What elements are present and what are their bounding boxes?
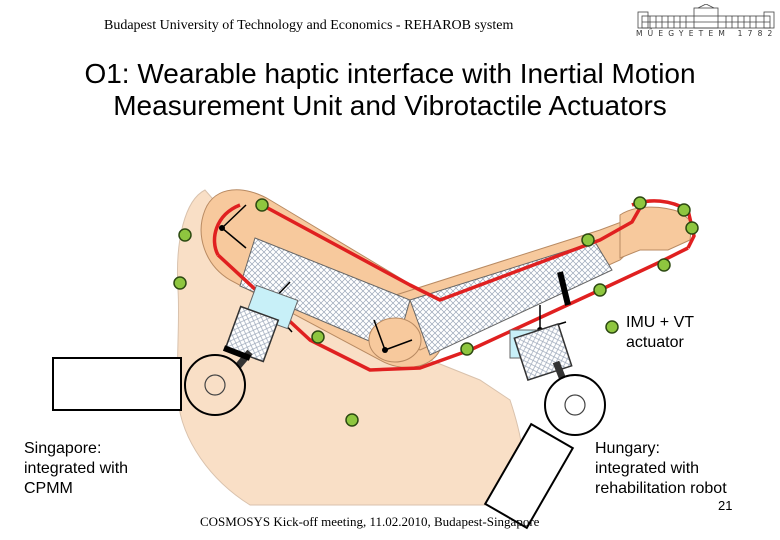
forearm-sleeve [409,241,613,356]
hungary-label: Hungary: integrated with rehabilitation … [595,440,727,497]
marker [593,283,607,297]
header-text: Budapest University of Technology and Ec… [104,18,514,33]
rehabilitation-robot [483,271,606,530]
shoulder-sensor-line [212,203,241,256]
university-logo [637,4,775,29]
logo-wordmark: MŰEGYETEM 1782 [636,29,778,38]
shoulder-frame [221,204,247,249]
marker [581,233,595,247]
marker [657,258,671,272]
marker [677,203,691,217]
hand [619,206,693,259]
marker [605,320,619,334]
singapore-label: Singapore: integrated with CPMM [24,440,129,497]
marker [685,221,699,235]
footer-text: COSMOSYS Kick-off meeting, 11.02.2010, B… [200,514,540,529]
upper-sensor-line [261,203,642,302]
marker [178,228,192,242]
elbow [368,317,422,363]
cpmm-device [52,284,299,416]
page-number: 21 [718,498,733,513]
marker [173,276,187,290]
lower-sensor-line [216,246,689,372]
marker [345,413,359,427]
slide-title: O1: Wearable haptic interface with Inert… [84,58,696,121]
torso-shape [176,189,525,506]
marker [255,198,269,212]
marker [311,330,325,344]
imu-vt-label: IMU + VT actuator [626,314,695,351]
elbow-frame [373,319,413,351]
marker [460,342,474,356]
marker [633,196,647,210]
